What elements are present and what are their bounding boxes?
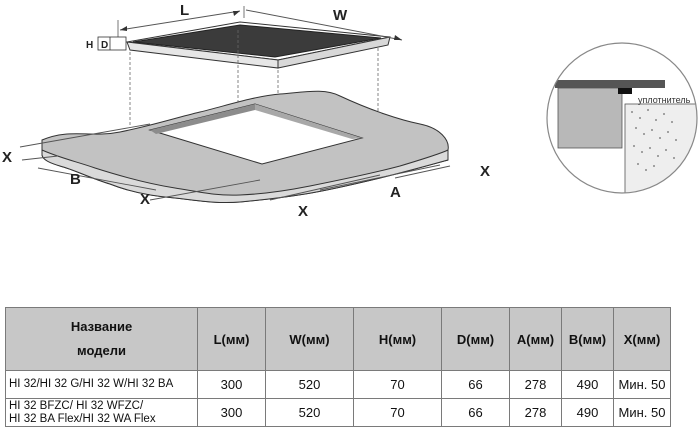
label-l: L: [180, 2, 189, 19]
label-x-left: X: [2, 149, 12, 166]
cell-b: 490: [561, 398, 614, 427]
dimension-countertop: [19, 123, 451, 201]
cell-d: 66: [441, 370, 510, 399]
dimension-l: L: [117, 2, 245, 38]
cell-l: 300: [197, 370, 266, 399]
label-x-right: X: [480, 163, 490, 180]
table-header-row: Название модели L(мм) W(мм) H(мм) D(мм) …: [5, 307, 671, 371]
countertop-illustration: [41, 90, 449, 204]
header-model-name: Название модели: [5, 307, 198, 371]
label-d: D: [101, 40, 108, 51]
cell-a: 278: [509, 370, 562, 399]
label-a: A: [390, 184, 401, 201]
seal-detail-inset: уплотнитель: [546, 42, 698, 194]
cell-x: Мин. 50: [613, 370, 671, 399]
table-row: HI 32/HI 32 G/HI 32 W/HI 32 BA 300 520 7…: [5, 370, 671, 399]
header-model-name-line2: модели: [77, 343, 126, 358]
header-model-name-line1: Название: [70, 319, 133, 334]
cell-h: 70: [353, 370, 442, 399]
cell-w: 520: [265, 398, 354, 427]
header-d: D(мм): [441, 307, 510, 371]
dimension-w: W: [245, 7, 403, 41]
spec-table: Название модели L(мм) W(мм) H(мм) D(мм) …: [5, 307, 671, 427]
cell-model: HI 32 BFZC/ HI 32 WFZC/ HI 32 BA Flex/HI…: [5, 398, 198, 427]
cell-h: 70: [353, 398, 442, 427]
header-x: X(мм): [613, 307, 671, 371]
dimension-h-d: H D: [86, 36, 127, 51]
table-row: HI 32 BFZC/ HI 32 WFZC/ HI 32 BA Flex/HI…: [5, 398, 671, 427]
installation-diagram: L W H D X B X X A X: [2, 2, 698, 220]
label-h: H: [86, 40, 93, 51]
seal-label: уплотнитель: [638, 95, 691, 105]
cell-x: Мин. 50: [613, 398, 671, 427]
cell-model: HI 32/HI 32 G/HI 32 W/HI 32 BA: [5, 370, 198, 399]
cell-w: 520: [265, 370, 354, 399]
header-l: L(мм): [197, 307, 266, 371]
cell-a: 278: [509, 398, 562, 427]
label-x-bottom-left: X: [140, 191, 150, 208]
cell-d: 66: [441, 398, 510, 427]
label-w: W: [333, 7, 348, 24]
hob-illustration: [126, 21, 391, 69]
label-b: B: [70, 171, 81, 188]
header-w: W(мм): [265, 307, 354, 371]
label-x-bottom: X: [298, 203, 308, 220]
cell-b: 490: [561, 370, 614, 399]
header-a: A(мм): [509, 307, 562, 371]
cell-l: 300: [197, 398, 266, 427]
header-b: B(мм): [561, 307, 614, 371]
header-h: H(мм): [353, 307, 442, 371]
